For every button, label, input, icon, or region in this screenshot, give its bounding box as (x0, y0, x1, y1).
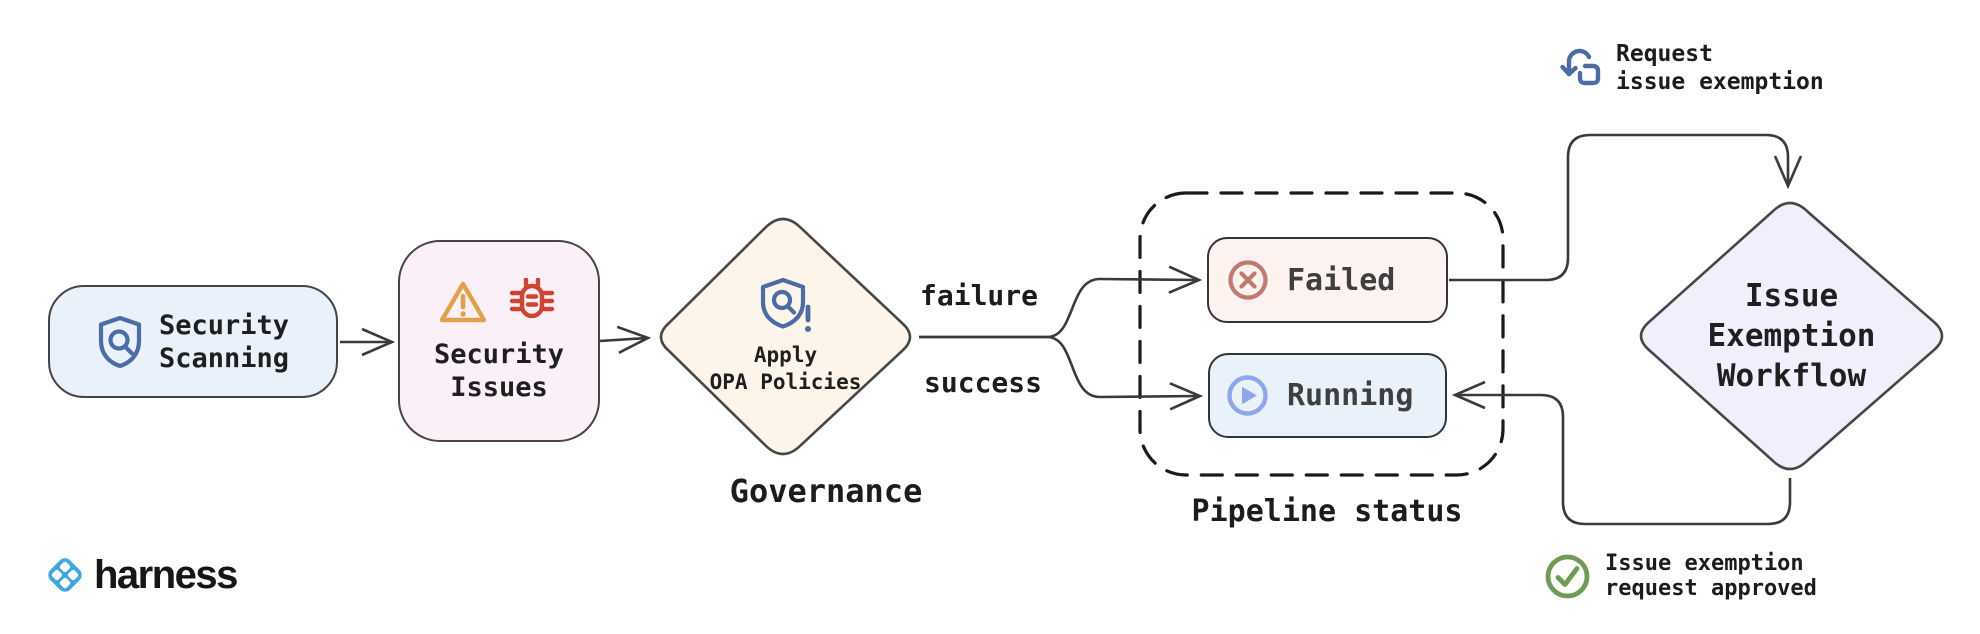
apply-opa-label: Apply OPA Policies (709, 343, 862, 394)
request-approved-label: Issue exemption request approved (1605, 551, 1817, 601)
harness-logo-icon (48, 558, 82, 592)
issue-exemption-diamond-shape (1639, 201, 1944, 471)
security-issues-node: Security Issues (398, 240, 600, 442)
security-issues-icons (439, 278, 559, 324)
edge-workflow-to-running (1451, 380, 1792, 526)
failed-node: Failed (1207, 237, 1448, 323)
issue-exemption-workflow-node: Issue Exemption Workflow (1633, 194, 1950, 478)
x-circle-icon (1228, 260, 1268, 300)
security-issues-label: Security Issues (433, 339, 565, 403)
harness-brand: harness (42, 552, 238, 598)
edge-failed-to-workflow (1449, 133, 1803, 282)
harness-wordmark: harness (94, 552, 238, 597)
pipeline-status-caption: Pipeline status (1191, 494, 1463, 529)
pipeline-status-group-border (1138, 191, 1505, 477)
running-label: Running (1287, 378, 1414, 413)
security-scanning-node: Security Scanning (48, 285, 338, 398)
running-node: Running (1208, 353, 1447, 438)
warning-triangle-icon (439, 281, 487, 322)
shield-alert-icon (760, 277, 811, 332)
failure-edge-label: failure (920, 279, 1039, 312)
edge-success-branch (1046, 335, 1204, 411)
check-circle-icon (1545, 554, 1590, 598)
shield-search-icon (98, 315, 142, 368)
failed-label: Failed (1287, 262, 1396, 298)
play-circle-icon (1227, 375, 1268, 416)
bug-icon (509, 278, 555, 319)
tap-gesture-icon (1560, 48, 1601, 86)
request-exemption-label: Request issue exemption (1616, 41, 1824, 95)
success-edge-label: success (924, 366, 1043, 399)
apply-opa-diamond-shape (659, 217, 912, 456)
edge-failure-branch (1046, 265, 1203, 339)
security-scanning-label: Security Scanning (158, 309, 290, 374)
edge-issues-to-opa (599, 325, 652, 354)
apply-opa-node: Apply OPA Policies (653, 212, 918, 460)
issue-exemption-workflow-label: Issue Exemption Workflow (1707, 278, 1876, 394)
request-approved-annotation: Issue exemption request approved (1544, 551, 1817, 601)
request-exemption-annotation: Request issue exemption (1558, 40, 1824, 96)
governance-caption: Governance (729, 472, 923, 510)
